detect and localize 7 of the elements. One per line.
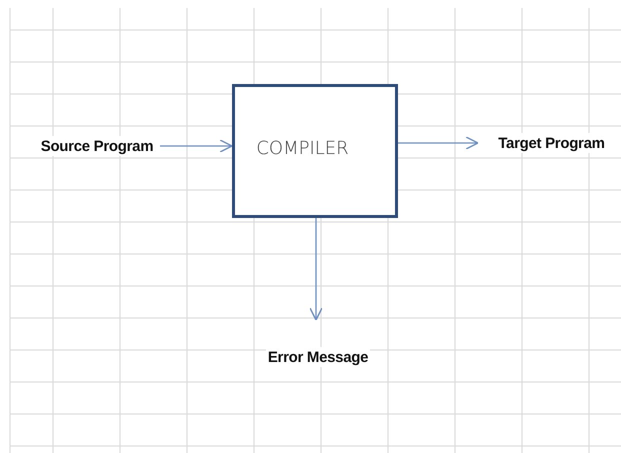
arrow	[309, 218, 323, 321]
arrow	[398, 136, 479, 150]
box-title: COMPILER	[256, 138, 349, 158]
io-label: Source Program	[38, 136, 156, 156]
io-label: Error Message	[266, 347, 370, 367]
process-box	[232, 84, 398, 218]
arrow	[160, 139, 233, 153]
